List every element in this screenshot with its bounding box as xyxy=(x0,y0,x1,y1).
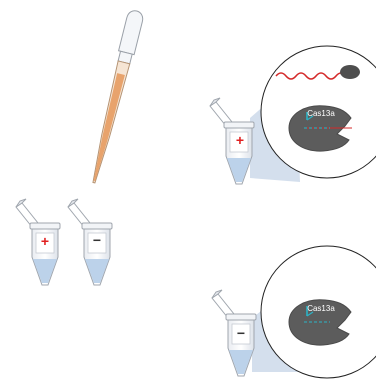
panel-tube-positive: + xyxy=(210,98,254,184)
protein-label: Cas13a xyxy=(307,304,335,313)
protein-label: Cas13a xyxy=(307,109,335,118)
cleaved-target-icon xyxy=(340,65,360,79)
cas13a-protein-icon: Cas13a xyxy=(289,106,352,151)
tube-positive: + xyxy=(16,199,60,285)
panel-tube-negative-sign: − xyxy=(237,325,245,341)
panel-tube-positive-sign: + xyxy=(236,132,244,148)
cas13a-protein-icon: Cas13a xyxy=(289,300,351,345)
positive-reaction-panel: + Cas13a xyxy=(210,46,376,184)
tube-negative-sign: − xyxy=(93,232,101,248)
tube-negative: − xyxy=(68,199,112,285)
negative-reaction-panel: − Cas13a xyxy=(212,246,376,378)
tube-positive-sign: + xyxy=(41,233,49,249)
panel-tube-negative: − xyxy=(212,290,256,376)
pipette-icon xyxy=(86,9,144,185)
